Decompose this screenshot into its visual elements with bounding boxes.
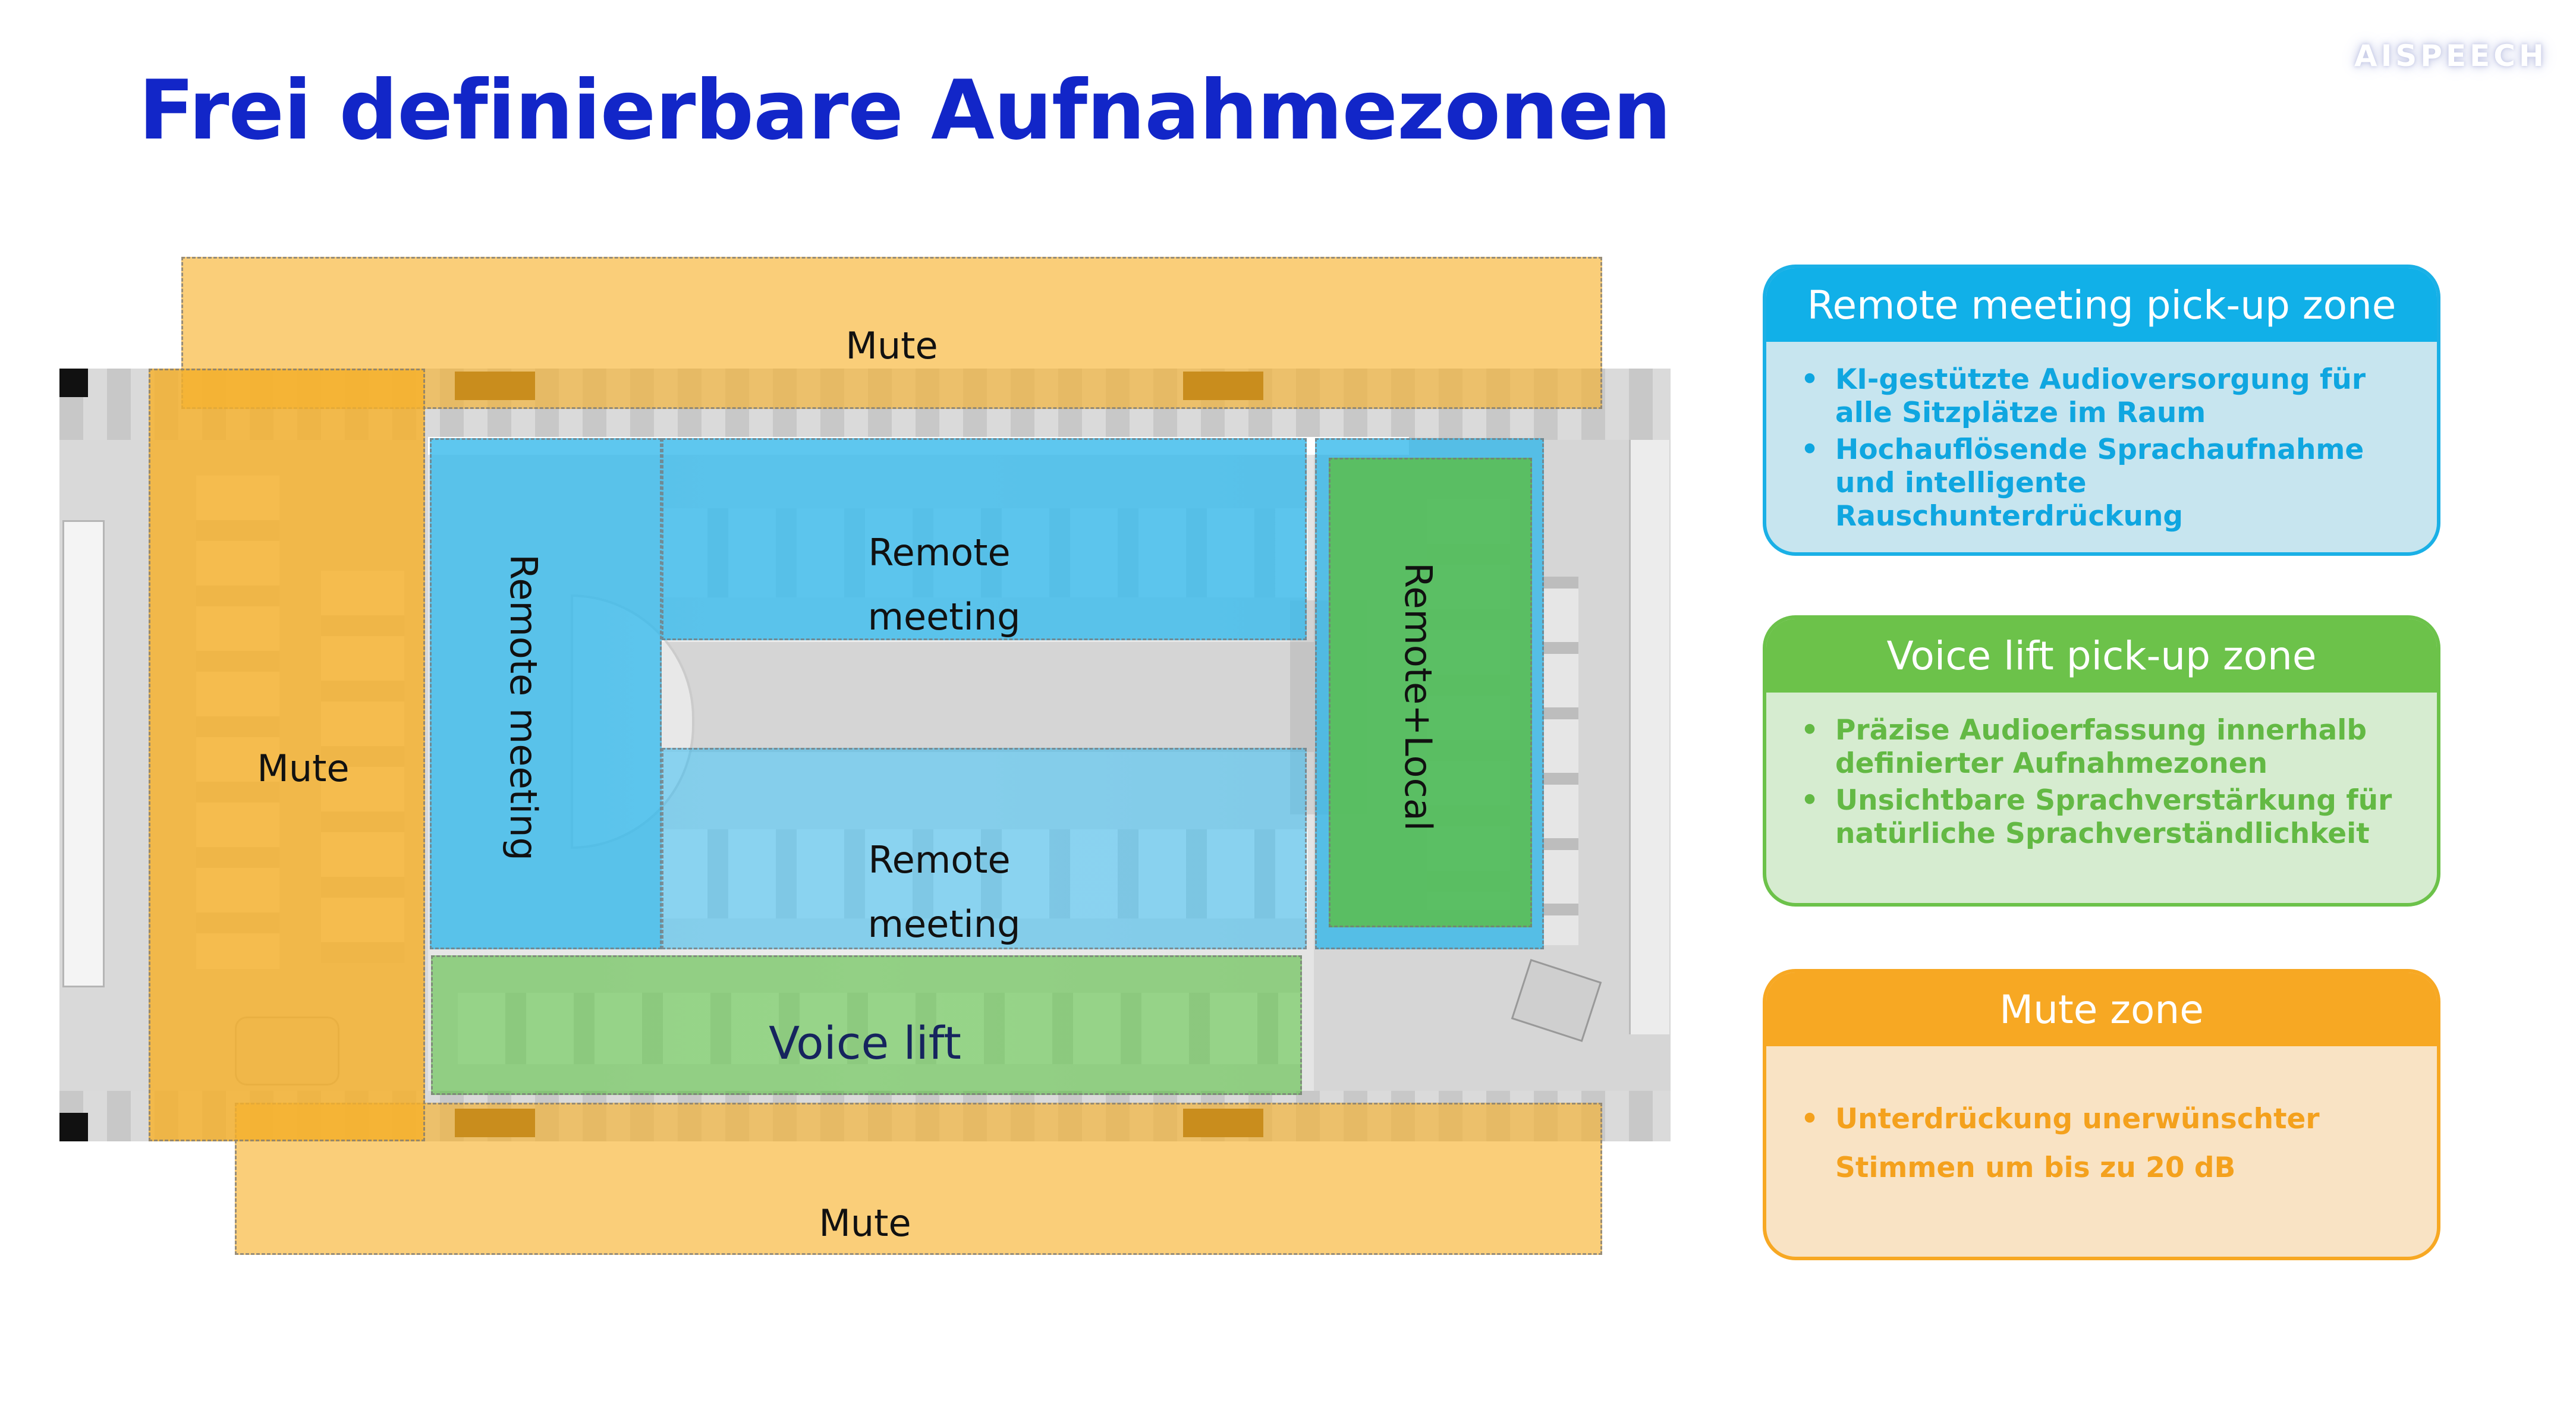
bullet-text: Hochauflösende Sprachaufnahme und intell… [1835, 433, 2364, 533]
bullet-text: Präzise Audioerfassung innerhalb definie… [1835, 714, 2367, 780]
remote-zone-side [430, 438, 662, 949]
bullet-text: Unsichtbare Sprachverstärkung für natürl… [1835, 784, 2392, 850]
voice-lift-card: Voice lift pick-up zone • Präzise Audioe… [1763, 615, 2440, 907]
mute-top-label: Mute [845, 324, 938, 367]
shelves [1543, 577, 1578, 945]
list-item: • KI-gestützte Audioversorgung für alle … [1797, 363, 2401, 430]
bullet-icon: • [1801, 714, 1819, 747]
corner-post [59, 369, 88, 397]
mute-bottom-label: Mute [819, 1201, 911, 1245]
bullet-text: KI-gestützte Audioversorgung für alle Si… [1835, 363, 2366, 429]
remote-meeting-card: Remote meeting pick-up zone • KI-gestütz… [1763, 265, 2440, 556]
list-item: • Hochauflösende Sprachaufnahme und inte… [1797, 433, 2401, 533]
remote-zone-bottom [662, 748, 1307, 949]
mute-left-label: Mute [257, 747, 350, 790]
voice-lift-zone [431, 955, 1302, 1095]
mute-card-title: Mute zone [1766, 973, 2437, 1046]
mute-zone-left [149, 369, 425, 1141]
floor-plan: Mute Mute Mute Remote meeting Remote mee… [59, 257, 1671, 1255]
list-item: • Unterdrückung unerwünschter Stimmen um… [1797, 1095, 2401, 1192]
voice-card-body: • Präzise Audioerfassung innerhalb defin… [1766, 693, 2437, 851]
remote-bottom-label-1: Remote [868, 838, 1011, 882]
mute-zone-bottom [235, 1103, 1602, 1255]
list-item: • Unsichtbare Sprachverstärkung für natü… [1797, 784, 2401, 851]
voice-lift-label: Voice lift [769, 1017, 961, 1069]
brand-logo: AISPEECH [2354, 39, 2547, 73]
remote-top-label-2: meeting [867, 595, 1021, 638]
bullet-icon: • [1801, 784, 1819, 817]
voice-card-title: Voice lift pick-up zone [1766, 619, 2437, 693]
remote-local-label: Remote+Local [1396, 562, 1440, 831]
page-title: Frei definierbare Aufnahmezonen [139, 62, 1671, 158]
mute-zone-card: Mute zone • Unterdrückung unerwünschter … [1763, 969, 2440, 1260]
conference-table [660, 642, 1320, 752]
remote-top-label-1: Remote [868, 531, 1011, 574]
remote-side-label: Remote meeting [502, 554, 545, 861]
remote-zone-top [662, 438, 1307, 640]
mute-card-body: • Unterdrückung unerwünschter Stimmen um… [1766, 1046, 2437, 1192]
display-screen [62, 520, 105, 987]
corner-post [59, 1113, 88, 1141]
remote-bottom-label-2: meeting [867, 902, 1021, 946]
bullet-icon: • [1801, 433, 1819, 466]
bullet-text: Unterdrückung unerwünschter Stimmen um b… [1835, 1103, 2320, 1184]
remote-card-title: Remote meeting pick-up zone [1766, 268, 2437, 342]
remote-card-body: • KI-gestützte Audioversorgung für alle … [1766, 342, 2437, 533]
list-item: • Präzise Audioerfassung innerhalb defin… [1797, 714, 2401, 781]
bullet-icon: • [1801, 1103, 1819, 1135]
wall-panel [1629, 440, 1669, 1034]
bullet-icon: • [1801, 363, 1819, 396]
remote-local-inner [1329, 458, 1532, 927]
